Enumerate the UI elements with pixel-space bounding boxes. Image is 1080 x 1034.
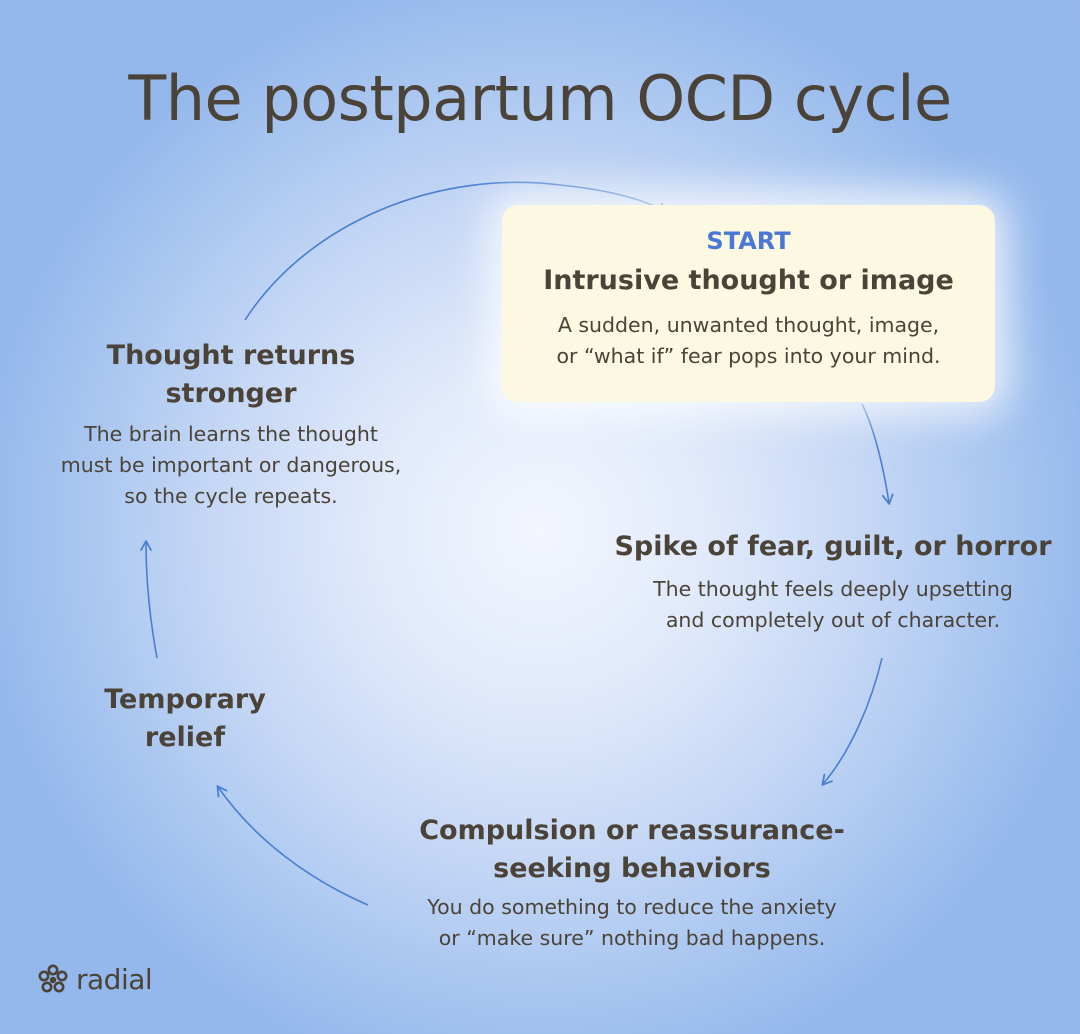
- start-card: [502, 205, 995, 402]
- step-description: The thought feels deeply upsetting and c…: [600, 574, 1066, 636]
- heading-line: stronger: [165, 378, 297, 409]
- step-heading: Intrusive thought or image: [543, 265, 954, 296]
- arrow-returns-to-start: [244, 181, 668, 321]
- step-spike-of-fear: Spike of fear, guilt, or horror The thou…: [600, 528, 1066, 636]
- arrow-start-to-spike: [861, 403, 894, 505]
- heading-line: Thought returns: [106, 340, 356, 371]
- step-thought-returns: Thought returns stronger The brain learn…: [30, 337, 432, 512]
- step-temporary-relief: Temporary relief: [60, 681, 310, 757]
- step-heading: Spike of fear, guilt, or horror: [614, 531, 1052, 562]
- desc-line: The brain learns the thought: [84, 422, 378, 446]
- step-heading: Thought returns stronger: [30, 337, 432, 413]
- logo-wordmark: radial: [76, 963, 153, 996]
- heading-line: seeking behaviors: [493, 853, 771, 884]
- heading-line: Temporary: [104, 684, 266, 715]
- desc-line: You do something to reduce the anxiety: [427, 895, 837, 919]
- flower-logo-icon: [38, 964, 68, 993]
- step-compulsion: Compulsion or reassurance- seeking behav…: [372, 812, 892, 954]
- arrow-relief-to-returns: [140, 540, 158, 659]
- step-heading: Compulsion or reassurance- seeking behav…: [372, 812, 892, 888]
- arrow-compulsion-to-relief: [216, 785, 369, 906]
- step-heading: Temporary relief: [60, 681, 310, 757]
- desc-line: must be important or dangerous,: [60, 453, 402, 477]
- desc-line: The thought feels deeply upsetting: [653, 577, 1013, 601]
- desc-line: so the cycle repeats.: [124, 484, 338, 508]
- desc-line: and completely out of character.: [665, 608, 1001, 632]
- page-title: The postpartum OCD cycle: [128, 62, 952, 135]
- heading-line: relief: [144, 722, 226, 753]
- desc-line: or “make sure” nothing bad happens.: [438, 926, 826, 950]
- step-description: A sudden, unwanted thought, image, or “w…: [502, 310, 995, 372]
- step-description: You do something to reduce the anxiety o…: [372, 892, 892, 954]
- step-intrusive-thought: START Intrusive thought or image A sudde…: [502, 226, 995, 372]
- desc-line: or “what if” fear pops into your mind.: [556, 344, 941, 368]
- step-description: The brain learns the thought must be imp…: [30, 419, 432, 512]
- heading-line: Compulsion or reassurance-: [419, 815, 845, 846]
- arrow-spike-to-compulsion: [821, 657, 883, 786]
- start-tag: START: [706, 227, 791, 255]
- radial-logo: radial: [36, 963, 153, 997]
- desc-line: A sudden, unwanted thought, image,: [557, 313, 940, 337]
